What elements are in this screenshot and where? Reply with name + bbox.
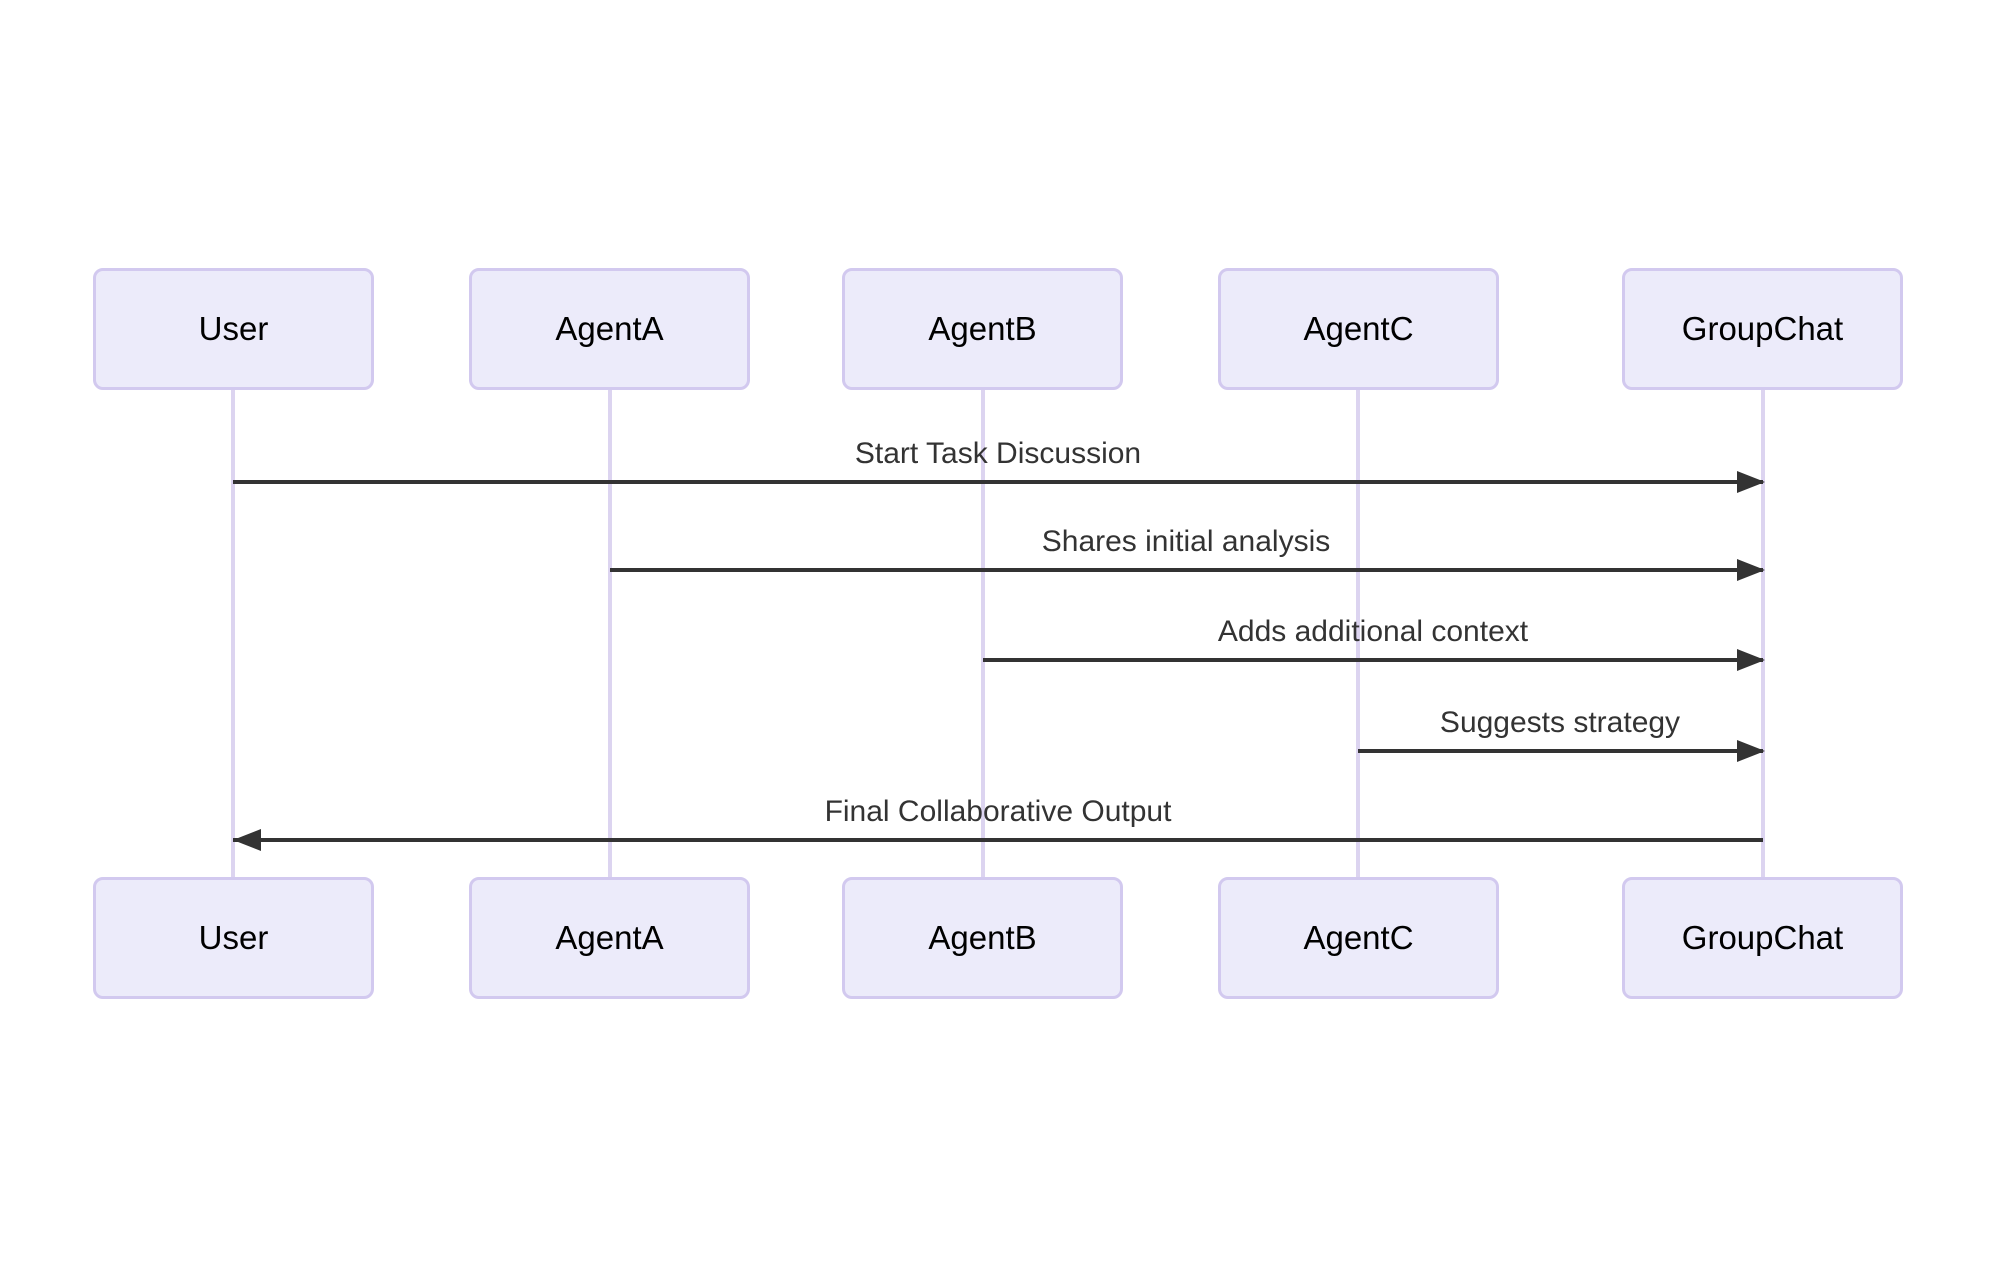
actor-box-groupchat-top: GroupChat xyxy=(1622,268,1903,390)
actor-box-agentc-top: AgentC xyxy=(1218,268,1499,390)
lifeline-agentc xyxy=(1356,390,1360,877)
actor-box-agenta-bottom: AgentA xyxy=(469,877,750,999)
message-label-shares-initial-analysis: Shares initial analysis xyxy=(1041,525,1331,558)
message-label-adds-additional-context: Adds additional context xyxy=(1217,615,1529,648)
arrowhead-right-icon xyxy=(1737,559,1765,581)
lifeline-user xyxy=(231,390,235,877)
actor-box-user-bottom: User xyxy=(93,877,374,999)
actor-box-agentb-top: AgentB xyxy=(842,268,1123,390)
arrowhead-right-icon xyxy=(1737,471,1765,493)
actor-box-agentc-bottom: AgentC xyxy=(1218,877,1499,999)
lifeline-agenta xyxy=(608,390,612,877)
lifeline-groupchat xyxy=(1761,390,1765,877)
message-label-start-task-discussion: Start Task Discussion xyxy=(854,437,1142,470)
message-line-2 xyxy=(610,568,1763,572)
actor-box-groupchat-bottom: GroupChat xyxy=(1622,877,1903,999)
arrowhead-right-icon xyxy=(1737,649,1765,671)
arrowhead-left-icon xyxy=(233,829,261,851)
arrowhead-right-icon xyxy=(1737,740,1765,762)
message-line-1 xyxy=(233,480,1763,484)
message-label-final-collaborative-output: Final Collaborative Output xyxy=(824,795,1172,828)
actor-box-user-top: User xyxy=(93,268,374,390)
actor-box-agenta-top: AgentA xyxy=(469,268,750,390)
actor-box-agentb-bottom: AgentB xyxy=(842,877,1123,999)
message-line-5 xyxy=(233,838,1763,842)
message-line-3 xyxy=(983,658,1763,662)
lifeline-agentb xyxy=(981,390,985,877)
message-line-4 xyxy=(1358,749,1763,753)
message-label-suggests-strategy: Suggests strategy xyxy=(1439,706,1681,739)
